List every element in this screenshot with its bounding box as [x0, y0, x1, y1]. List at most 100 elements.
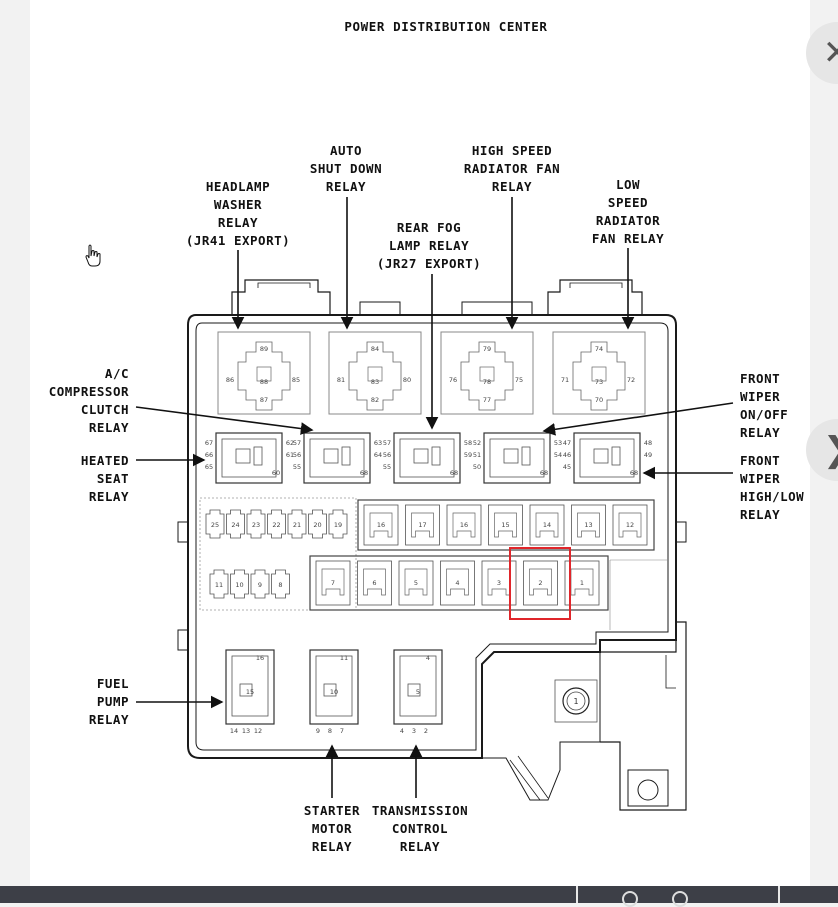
- big-fuse-1[interactable]: 1: [554, 679, 598, 723]
- mini-fuse[interactable]: 23: [246, 509, 266, 539]
- highlighted-fuse-2-box: [509, 547, 571, 620]
- pin-label: 81: [337, 376, 345, 384]
- cartridge-fuse[interactable]: 13: [571, 504, 606, 546]
- svg-text:SEAT: SEAT: [97, 471, 129, 486]
- pin-label: 80: [403, 376, 411, 384]
- pin-label: 7: [340, 727, 344, 735]
- leader-arrows: [135, 197, 734, 798]
- headlamp-washer-relay-label: HEADLAMP WASHER RELAY (JR41 EXPORT): [186, 179, 290, 248]
- pin-label: 4: [426, 654, 430, 662]
- pin-label: 4: [455, 579, 459, 587]
- pin-label: 77: [483, 396, 491, 404]
- svg-text:RELAY: RELAY: [326, 179, 366, 194]
- svg-text:MOTOR: MOTOR: [312, 821, 352, 836]
- cartridge-fuse[interactable]: 1: [564, 560, 600, 606]
- cartridge-fuse[interactable]: 2: [523, 560, 558, 606]
- cartridge-fuse[interactable]: 16: [446, 504, 482, 546]
- svg-text:SHUT DOWN: SHUT DOWN: [310, 161, 382, 176]
- front-wiper-highlow-relay-label: FRONT WIPER HIGH/LOW RELAY: [740, 453, 804, 522]
- pin-label: 87: [260, 396, 268, 404]
- pin-label: 50: [473, 463, 481, 471]
- mini-fuse[interactable]: 21: [287, 509, 307, 539]
- svg-text:HEATED: HEATED: [81, 453, 129, 468]
- mini-fuse[interactable]: 10: [230, 569, 249, 599]
- svg-text:RELAY: RELAY: [492, 179, 532, 194]
- pin-label: 74: [595, 345, 603, 353]
- pin-label: 51: [473, 451, 481, 459]
- svg-text:HIGH SPEED: HIGH SPEED: [472, 143, 552, 158]
- pin-label: 10: [235, 581, 243, 589]
- svg-text:(JR27 EXPORT): (JR27 EXPORT): [377, 256, 481, 271]
- pin-label: 47: [563, 439, 571, 447]
- mini-fuse[interactable]: 8: [271, 569, 290, 599]
- cartridge-fuse[interactable]: 16: [363, 504, 399, 546]
- hand-cursor-icon: [85, 244, 101, 267]
- pin-label: 16: [377, 521, 385, 529]
- cartridge-fuse[interactable]: 7: [315, 560, 351, 606]
- toolbar-divider: [778, 886, 780, 903]
- cartridge-fuse[interactable]: 17: [405, 504, 440, 546]
- pin-label: 67: [205, 439, 213, 447]
- svg-text:STARTER: STARTER: [304, 803, 360, 818]
- svg-text:A/C: A/C: [105, 366, 129, 381]
- cartridge-fuse[interactable]: 12: [612, 504, 648, 546]
- transmission-control-relay-label: TRANSMISSION CONTROL RELAY: [372, 803, 468, 854]
- pin-label: 16: [460, 521, 468, 529]
- cartridge-fuse[interactable]: 4: [440, 560, 475, 606]
- zoom-out-icon[interactable]: [622, 891, 638, 907]
- pin-label: 23: [252, 521, 260, 529]
- fuel-pump-relay-label: FUEL PUMP RELAY: [89, 676, 129, 727]
- pin-label: 12: [626, 521, 634, 529]
- mini-fuse[interactable]: 25: [205, 509, 225, 539]
- cartridge-fuse[interactable]: 15: [488, 504, 523, 546]
- mini-fuse[interactable]: 24: [226, 509, 245, 539]
- svg-text:WASHER: WASHER: [214, 197, 262, 212]
- zoom-in-icon[interactable]: [672, 891, 688, 907]
- pin-label: 70: [595, 396, 603, 404]
- front-wiper-onoff-relay-label: FRONT WIPER ON/OFF RELAY: [740, 371, 788, 440]
- rear-fog-lamp-relay-label: REAR FOG LAMP RELAY (JR27 EXPORT): [377, 220, 481, 271]
- pin-label: 9: [258, 581, 262, 589]
- mini-fuse[interactable]: 20: [308, 509, 327, 539]
- pin-label: 1: [580, 579, 584, 587]
- svg-text:FRONT: FRONT: [740, 371, 780, 386]
- svg-text:RELAY: RELAY: [312, 839, 352, 854]
- cartridge-fuse[interactable]: 5: [398, 560, 434, 606]
- mini-fuse[interactable]: 22: [267, 509, 286, 539]
- pin-label: 5: [416, 688, 420, 696]
- mini-fuse[interactable]: 19: [328, 509, 348, 539]
- mini-fuse[interactable]: 9: [250, 569, 270, 599]
- pin-label: 49: [644, 451, 652, 459]
- pin-label: 68: [450, 469, 458, 477]
- pin-label: 7: [331, 579, 335, 587]
- svg-text:FUEL: FUEL: [97, 676, 129, 691]
- svg-text:HIGH/LOW: HIGH/LOW: [740, 489, 804, 504]
- pin-label: 45: [563, 463, 571, 471]
- ac-clutch-relay-label: A/C COMPRESSOR CLUTCH RELAY: [49, 366, 129, 435]
- svg-text:RADIATOR: RADIATOR: [596, 213, 660, 228]
- pin-label: 9: [316, 727, 320, 735]
- pin-label: 68: [540, 469, 548, 477]
- cartridge-fuse[interactable]: 14: [529, 504, 565, 546]
- pin-label: 13: [242, 727, 250, 735]
- mini-fuse[interactable]: 11: [209, 569, 229, 599]
- svg-text:RELAY: RELAY: [740, 507, 780, 522]
- pin-label: 79: [483, 345, 491, 353]
- cartridge-fuse[interactable]: 6: [357, 560, 392, 606]
- pin-label: 75: [515, 376, 523, 384]
